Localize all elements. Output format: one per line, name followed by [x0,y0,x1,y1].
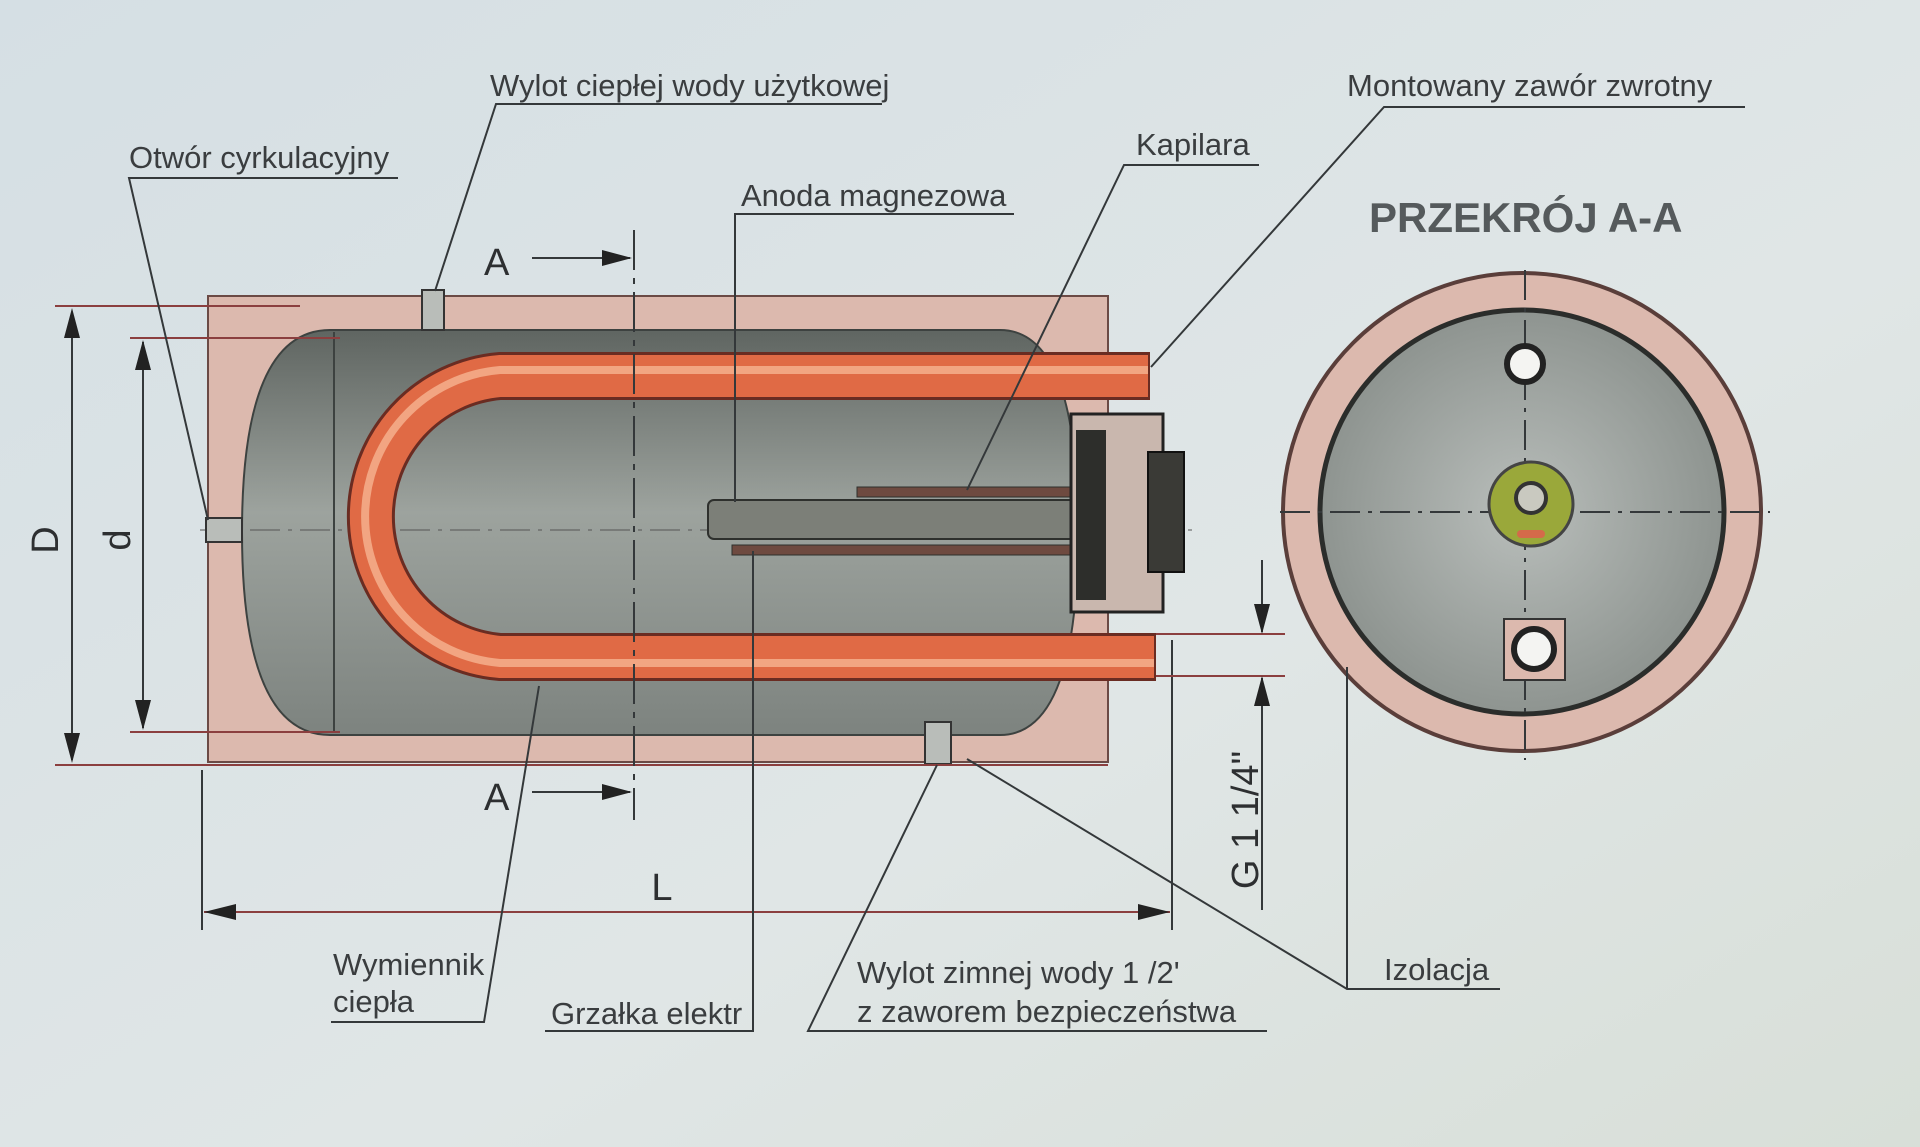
dimension-D-label: D [25,526,67,553]
hot-outlet-stub [421,289,445,331]
leader-lines [127,103,1745,1032]
label-exchanger-1: Wymiennik [333,947,485,982]
label-exchanger-2: ciepła [333,984,415,1019]
label-cold-2: z zaworem bezpieczeństwa [857,994,1237,1029]
circulation-stub [205,517,243,543]
heat-exchanger-tube-fill [349,355,1154,678]
label-capillary: Kapilara [1136,127,1250,162]
magnesium-anode [707,499,1081,540]
dimension-thread: G 1 1/4" [1156,560,1285,910]
label-anode: Anoda magnezowa [741,178,1007,213]
section-line-A: A A [484,230,635,820]
cross-section-view [1280,270,1770,760]
dimension-L: L [201,640,1173,930]
section-title: PRZEKRÓJ A-A [1369,193,1682,241]
heater-rod-bottom [731,544,1078,556]
label-hot-outlet: Wylot ciepłej wody użytkowej [490,68,889,103]
label-heater: Grzałka elektr [551,996,742,1031]
dimension-d-label: d [97,529,139,550]
thermostat-box [1147,451,1185,573]
label-circulation: Otwór cyrkulacyjny [129,140,390,175]
flange-plate [1076,430,1106,600]
section-A-top: A [484,242,510,284]
dimension-D: D [25,305,1108,766]
label-check-valve: Montowany zawór zwrotny [1347,68,1713,103]
label-cold-1: Wylot zimnej wody 1 /2' [857,955,1180,990]
thread-label: G 1 1/4" [1225,751,1267,889]
dimension-L-label: L [651,867,672,909]
hot-outlet-hole [1504,343,1546,385]
section-A-bottom: A [484,777,510,819]
label-insulation: Izolacja [1384,952,1490,987]
heat-exchanger-tube-highlight [361,366,1154,667]
cold-outlet-stub [924,721,952,765]
